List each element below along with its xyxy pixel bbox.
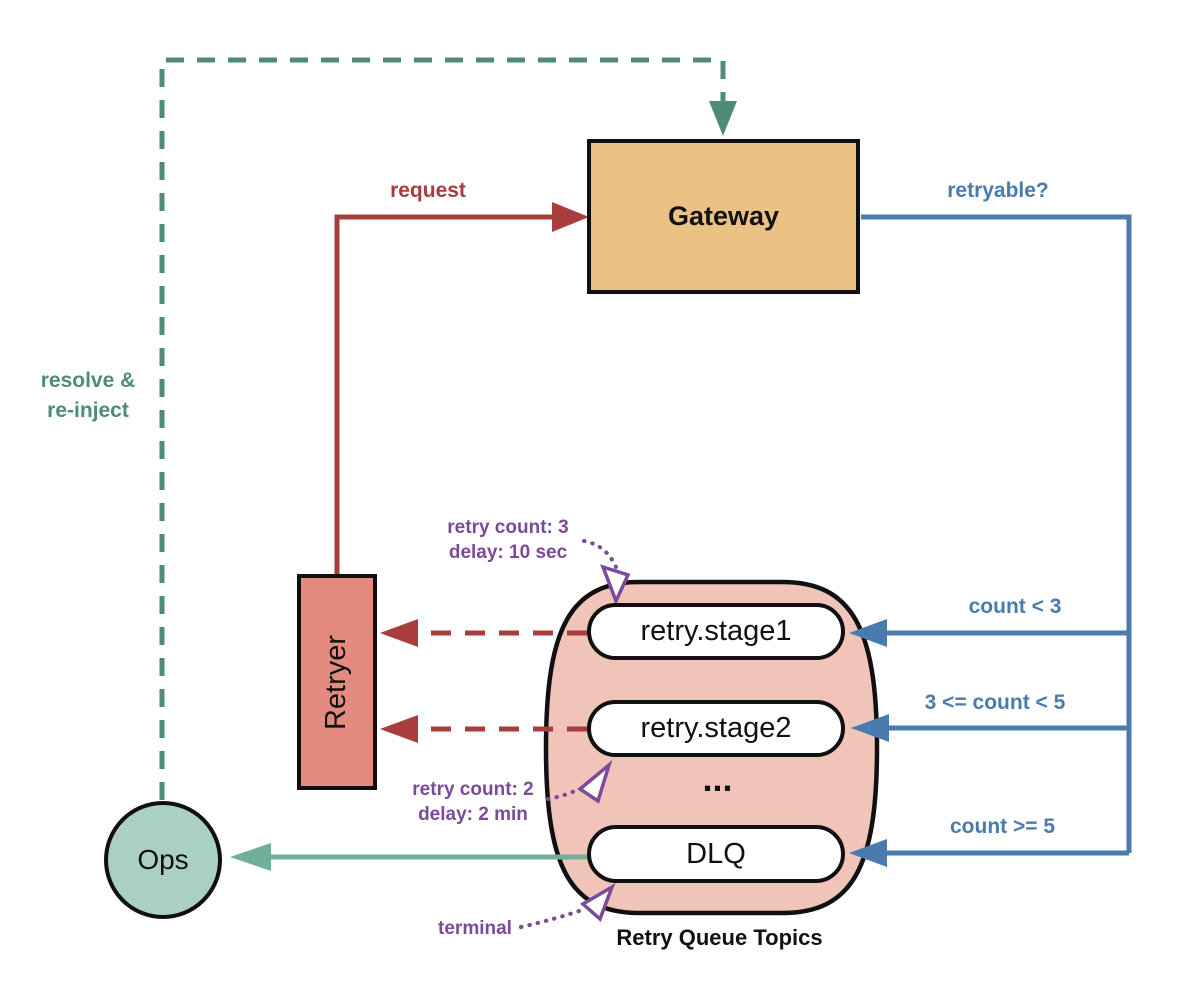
gateway-label: Gateway bbox=[667, 201, 780, 231]
retryer-label: Retryer bbox=[320, 634, 353, 730]
edge-label-retryable: retryable? bbox=[947, 179, 1049, 202]
arrowhead-stage2-to-retryer bbox=[380, 715, 418, 743]
annotation-stage2: retry count: 2 delay: 2 min bbox=[412, 779, 534, 825]
arrowhead-count-lt-3 bbox=[849, 619, 887, 647]
node-retryer: Retryer bbox=[297, 574, 377, 790]
arrowhead-dlq-to-ops bbox=[230, 843, 271, 871]
edge-label-resolve-reinject: resolve & re-inject bbox=[40, 369, 136, 422]
annotation-connector-stage2 bbox=[546, 787, 581, 801]
annotation-arrowhead-terminal bbox=[580, 882, 616, 922]
topic-retry-stage2: retry.stage2 bbox=[587, 700, 845, 757]
topic-retry-stage2-label: retry.stage2 bbox=[640, 712, 792, 744]
edge-label-count-3-to-5: 3 <= count < 5 bbox=[924, 691, 1066, 714]
node-gateway: Gateway bbox=[587, 139, 860, 294]
arrowhead-resolve-into-gateway bbox=[709, 101, 737, 136]
edge-label-count-ge-5: count >= 5 bbox=[949, 815, 1056, 838]
edge-label-request: request bbox=[390, 179, 466, 202]
topic-dlq-label: DLQ bbox=[686, 837, 746, 870]
arrowhead-count-3-to-5 bbox=[851, 714, 889, 742]
arrowhead-stage1-to-retryer bbox=[380, 619, 418, 647]
annotation-arrowhead-stage2 bbox=[577, 759, 613, 804]
queue-container-title: Retry Queue Topics bbox=[616, 925, 823, 950]
annotation-stage1: retry count: 3 delay: 10 sec bbox=[447, 517, 569, 563]
arrowhead-count-ge-5 bbox=[849, 839, 887, 867]
annotation-terminal: terminal bbox=[438, 918, 512, 939]
topic-dlq: DLQ bbox=[587, 825, 845, 883]
edge-retryable bbox=[861, 214, 1132, 853]
annotation-arrowhead-stage1 bbox=[600, 564, 631, 606]
annotation-connector-terminal bbox=[519, 907, 587, 929]
topics-ellipsis: ... bbox=[702, 758, 733, 799]
arrowhead-request-into-gateway bbox=[552, 202, 589, 232]
topic-retry-stage1-label: retry.stage1 bbox=[640, 615, 792, 647]
node-ops: Ops bbox=[104, 801, 222, 919]
edge-request bbox=[334, 214, 552, 574]
annotation-connector-stage1 bbox=[582, 539, 618, 569]
ops-label: Ops bbox=[137, 844, 189, 875]
topic-retry-stage1: retry.stage1 bbox=[587, 603, 845, 660]
edge-label-count-lt-3: count < 3 bbox=[968, 595, 1062, 618]
